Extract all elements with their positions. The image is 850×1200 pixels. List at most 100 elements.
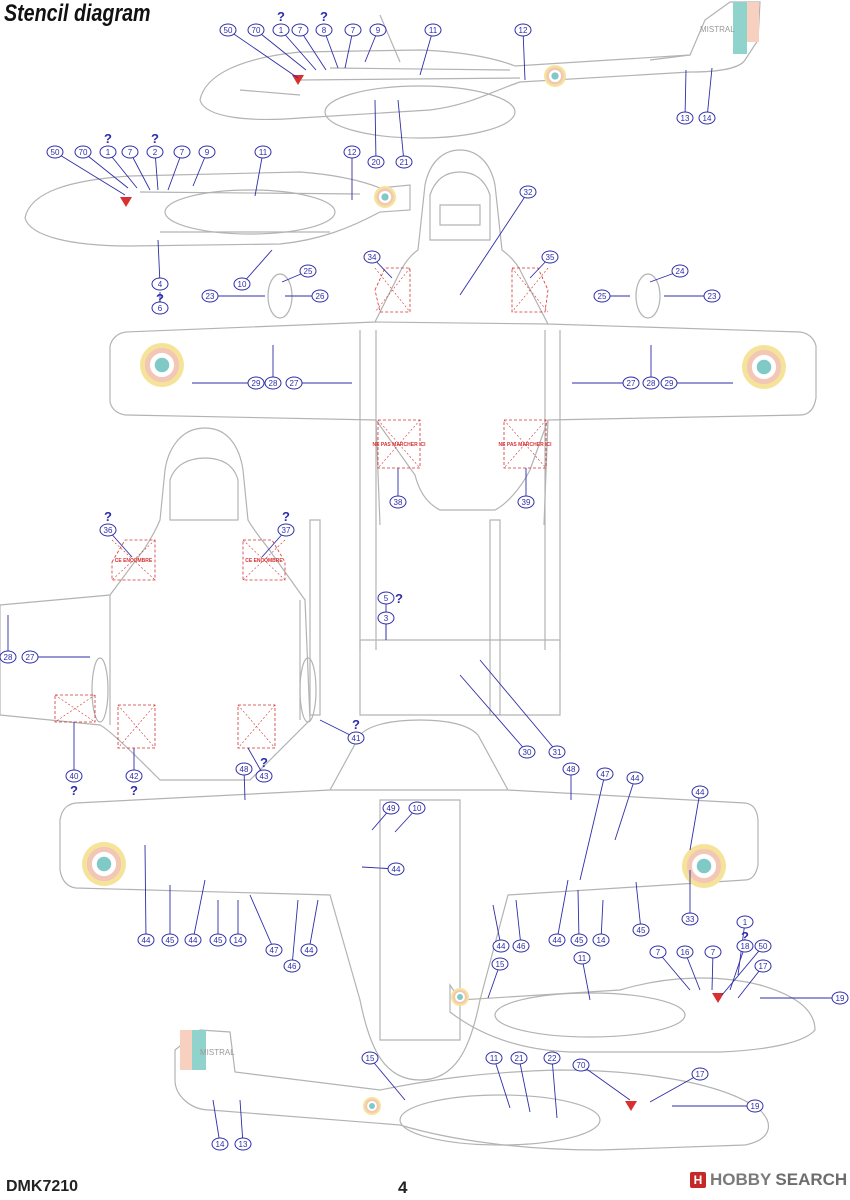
unknown-marker: ? [260, 755, 268, 770]
callout-number: 44 [392, 865, 401, 874]
callout-24: 24 [671, 264, 689, 278]
callout-number: 31 [553, 748, 562, 757]
callout-number: 12 [348, 148, 357, 157]
callout-21: 21 [395, 155, 413, 169]
page-title: Stencil diagram [4, 0, 151, 27]
callout-leader [82, 151, 129, 189]
stencil-label: CE ENCOMBRE [115, 558, 153, 564]
stencil-label: NE PAS MARCHER ICI [373, 442, 427, 448]
stencil-panel [237, 704, 276, 749]
callout-40: 40? [65, 769, 83, 798]
callout-number: 7 [298, 26, 303, 35]
callout-3: 3 [377, 611, 395, 625]
callout-number: 14 [234, 936, 243, 945]
callout-7: 7 [344, 23, 362, 37]
callout-number: 22 [548, 1054, 557, 1063]
callout-17: 17 [691, 1067, 709, 1081]
unknown-marker: ? [104, 509, 112, 524]
side-view-top [199, 1, 761, 139]
stencil-panel: CE ENCOMBRE [111, 539, 156, 581]
callout-7: 7 [291, 23, 309, 37]
callout-number: 9 [376, 26, 381, 35]
callout-11: 11 [485, 1051, 503, 1065]
roundel [363, 1097, 381, 1115]
callout-number: 8 [322, 26, 327, 35]
callout-leader [684, 951, 701, 991]
callout-number: 11 [259, 148, 268, 157]
callout-leader [649, 1073, 701, 1103]
callout-12: 12 [514, 23, 532, 37]
callout-number: 18 [741, 942, 750, 951]
callout-number: 44 [696, 788, 705, 797]
callout-leader [556, 879, 569, 941]
callout-leader [397, 99, 405, 163]
callout-leader [107, 151, 138, 189]
callout-28: 28 [0, 650, 17, 664]
callout-7: 7 [649, 945, 667, 959]
callout-number: 32 [524, 188, 533, 197]
callout-number: 45 [575, 936, 584, 945]
callout-number: 48 [240, 765, 249, 774]
unknown-marker: ? [277, 9, 285, 24]
callout-36: 36? [99, 509, 117, 537]
callout-leader [374, 99, 377, 163]
callout-17: 17 [754, 959, 772, 973]
warning-triangle-icon [712, 993, 724, 1003]
callout-22: 22 [543, 1051, 561, 1065]
callout-leader [241, 249, 273, 285]
callout-18: 18 [736, 939, 754, 953]
callout-number: 11 [578, 954, 587, 963]
callout-leader [192, 879, 206, 941]
callout-number: 15 [366, 1054, 375, 1063]
callout-30: 30 [518, 745, 536, 759]
callout-number: 45 [637, 926, 646, 935]
callout-44: 44 [691, 785, 709, 799]
callout-14: 14 [592, 933, 610, 947]
callout-15: 15 [491, 957, 509, 971]
callout-23: 23 [703, 289, 721, 303]
callout-leader [600, 899, 604, 941]
callout-leader [323, 29, 339, 69]
roundel [742, 345, 786, 389]
callout-1: 1? [736, 915, 754, 944]
callout-number: 25 [598, 292, 607, 301]
callout-number: 30 [523, 748, 532, 757]
callout-23: 23 [201, 289, 219, 303]
warning-triangle-icon [120, 197, 132, 207]
callout-number: 43 [260, 772, 269, 781]
callout-leader [689, 791, 701, 851]
roundel [682, 844, 726, 888]
callout-number: 50 [224, 26, 233, 35]
callout-48: 48 [235, 762, 253, 776]
callout-number: 29 [665, 379, 674, 388]
side-view-3 [449, 977, 816, 1053]
callout-number: 10 [413, 804, 422, 813]
callout-number: 7 [351, 26, 356, 35]
callout-6: 6 [151, 301, 169, 315]
callout-number: 14 [703, 114, 712, 123]
unknown-marker: ? [320, 9, 328, 24]
unknown-marker: ? [130, 783, 138, 798]
callout-leader [280, 29, 317, 71]
callout-leader [515, 899, 522, 947]
callout-leader [614, 777, 636, 841]
callout-number: 44 [631, 774, 640, 783]
roundel [140, 343, 184, 387]
callout-leader [492, 904, 502, 947]
callout-number: 5 [384, 594, 389, 603]
callout-7: 7 [121, 145, 139, 159]
callout-leader [580, 1064, 631, 1101]
callout-2: 2? [146, 131, 164, 159]
callout-47: 47 [596, 767, 614, 781]
callout-16: 16 [676, 945, 694, 959]
callout-number: 26 [316, 292, 325, 301]
callout-number: 45 [214, 936, 223, 945]
callout-number: 44 [189, 936, 198, 945]
callout-11: 11 [573, 951, 591, 965]
callout-leader [249, 894, 275, 951]
callout-32: 32 [519, 185, 537, 199]
callout-70: 70 [74, 145, 92, 159]
tail-text-top: MISTRAL [700, 25, 735, 34]
callout-number: 7 [711, 948, 716, 957]
